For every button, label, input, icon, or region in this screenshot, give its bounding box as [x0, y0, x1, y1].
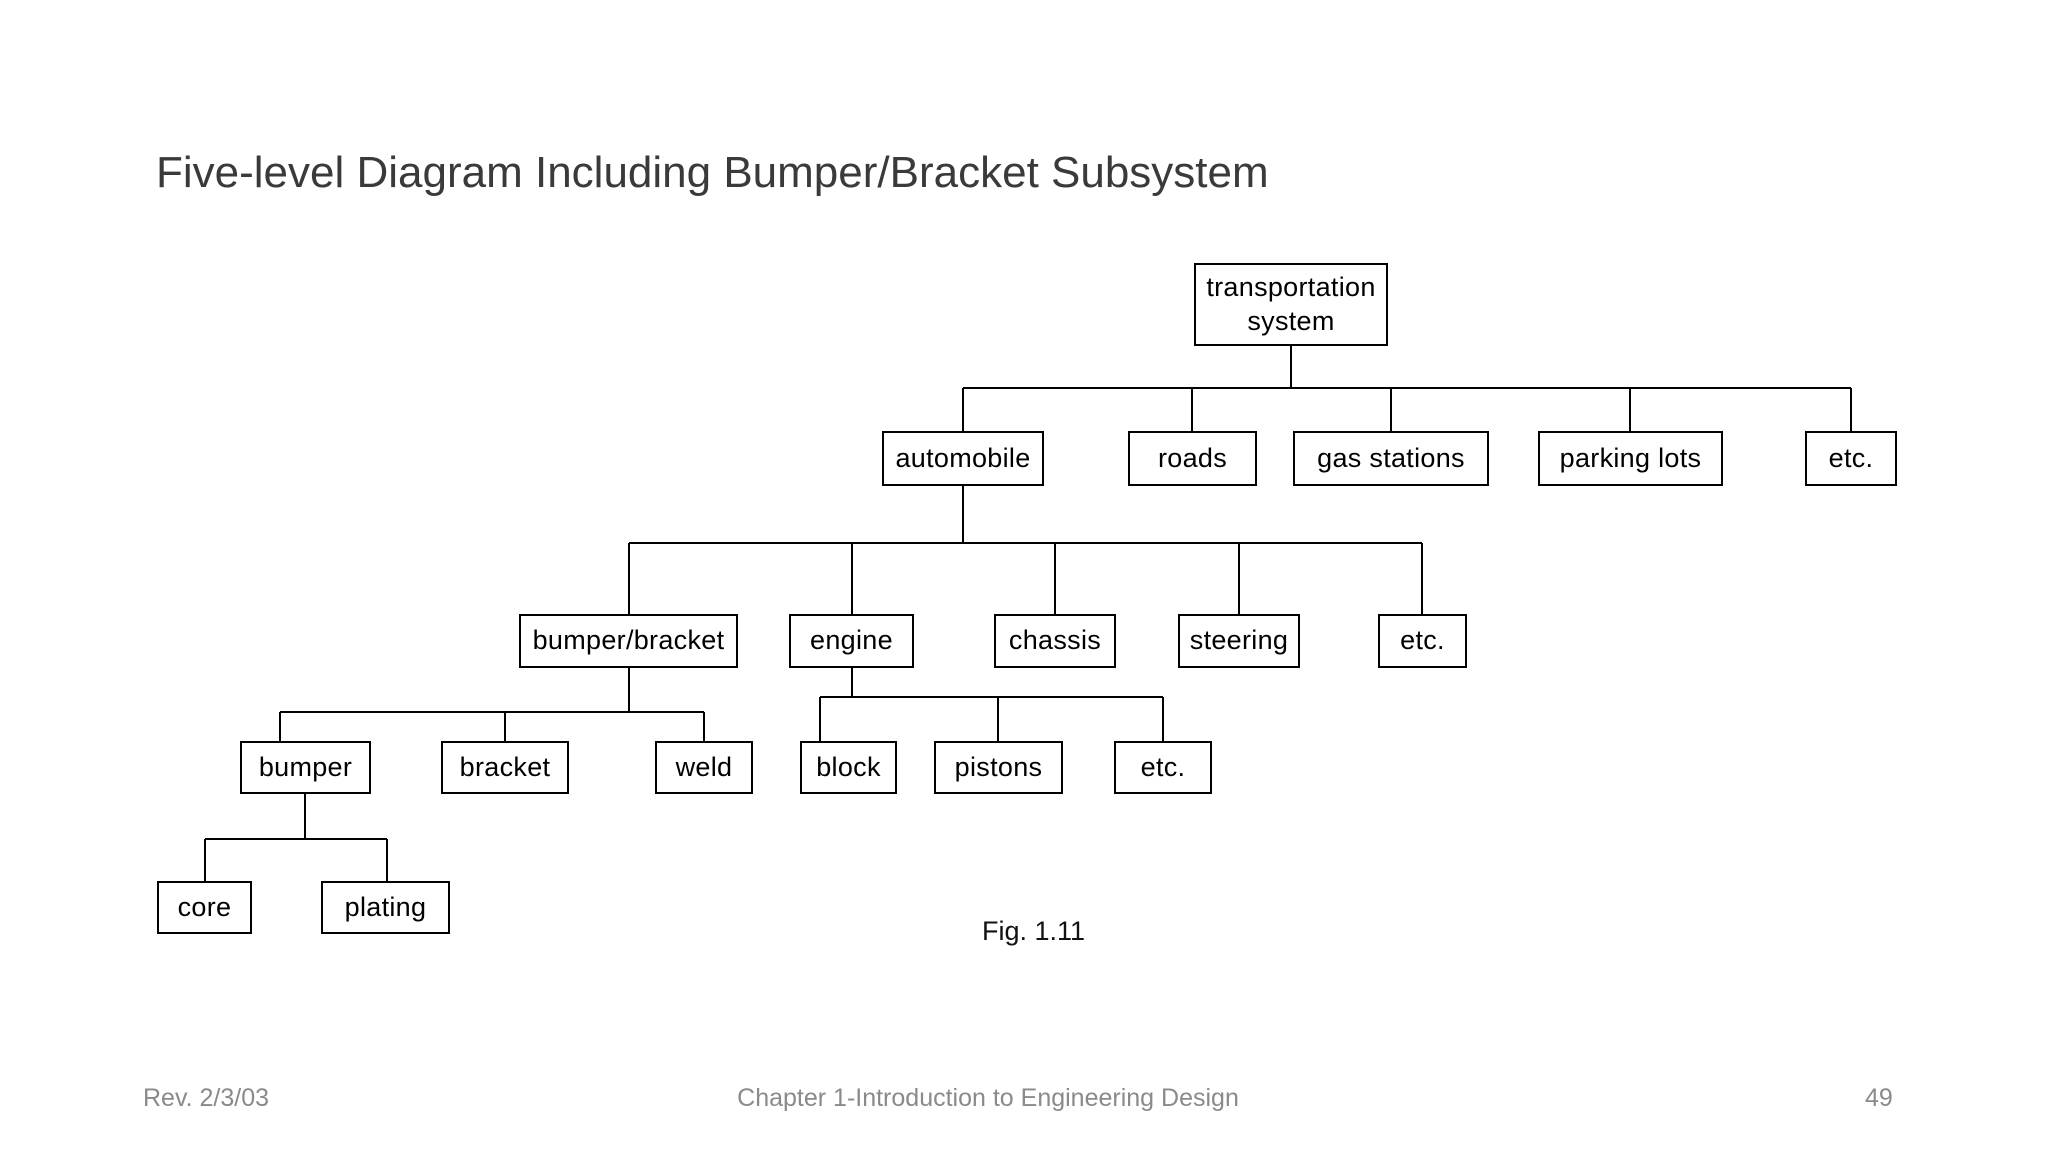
- node-transportation-system: transportation system: [1194, 263, 1388, 346]
- node-etc-automobile: etc.: [1378, 614, 1467, 668]
- node-etc-transportation: etc.: [1805, 431, 1897, 486]
- node-core: core: [157, 881, 252, 934]
- connector-line: [1054, 543, 1056, 614]
- page-title: Five-level Diagram Including Bumper/Brac…: [156, 148, 1269, 197]
- node-bracket: bracket: [441, 741, 569, 794]
- node-etc-engine: etc.: [1114, 741, 1212, 794]
- node-chassis: chassis: [994, 614, 1116, 668]
- node-block: block: [800, 741, 897, 794]
- connector-line: [997, 697, 999, 741]
- connector-line: [1238, 543, 1240, 614]
- connector-line: [1390, 388, 1392, 431]
- node-gas-stations: gas stations: [1293, 431, 1489, 486]
- connector-line: [819, 697, 821, 741]
- footer-page-number: 49: [1865, 1084, 1893, 1112]
- connector-line: [851, 668, 853, 697]
- footer-revision: Rev. 2/3/03: [143, 1084, 270, 1112]
- connector-line: [1162, 697, 1164, 741]
- connector-line: [205, 838, 387, 840]
- connector-line: [386, 839, 388, 881]
- connector-line: [1191, 388, 1193, 431]
- node-weld: weld: [655, 741, 753, 794]
- connector-line: [1850, 388, 1852, 431]
- node-roads: roads: [1128, 431, 1257, 486]
- connector-line: [204, 839, 206, 881]
- connector-line: [504, 712, 506, 741]
- connector-line: [280, 711, 704, 713]
- connector-line: [1290, 346, 1292, 388]
- connector-line: [279, 712, 281, 741]
- connector-line: [820, 696, 1163, 698]
- footer-chapter: Chapter 1-Introduction to Engineering De…: [737, 1084, 1239, 1112]
- node-parking-lots: parking lots: [1538, 431, 1723, 486]
- figure-caption: Fig. 1.11: [982, 916, 1086, 946]
- connector-line: [703, 712, 705, 741]
- connector-line: [1629, 388, 1631, 431]
- node-steering: steering: [1178, 614, 1300, 668]
- connector-line: [1421, 543, 1423, 614]
- node-automobile: automobile: [882, 431, 1044, 486]
- connector-line: [963, 387, 1851, 389]
- connector-line: [628, 543, 630, 614]
- connector-line: [962, 486, 964, 543]
- connector-line: [304, 794, 306, 839]
- node-engine: engine: [789, 614, 914, 668]
- connector-line: [962, 388, 964, 431]
- connector-line: [851, 543, 853, 614]
- node-plating: plating: [321, 881, 450, 934]
- connector-line: [629, 542, 1422, 544]
- node-bumper: bumper: [240, 741, 371, 794]
- node-pistons: pistons: [934, 741, 1063, 794]
- connector-line: [628, 668, 630, 712]
- node-bumper-bracket: bumper/bracket: [519, 614, 738, 668]
